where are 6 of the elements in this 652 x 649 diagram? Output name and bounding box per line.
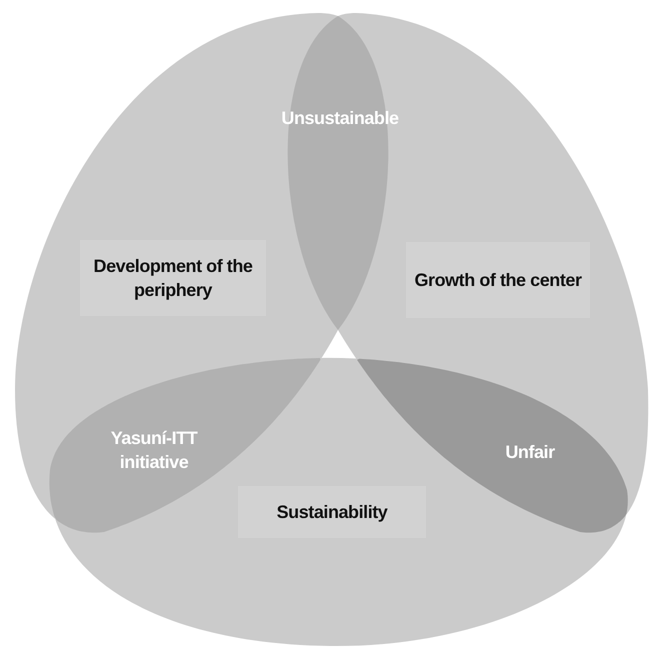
region-label: Sustainability [238, 486, 426, 538]
region-label: Yasuní-ITT initiative [110, 426, 198, 474]
region-label: Unsustainable [280, 106, 400, 130]
region-label: Growth of the center [406, 242, 590, 318]
region-label: Development of the periphery [80, 240, 266, 316]
region-label: Unfair [504, 440, 556, 464]
